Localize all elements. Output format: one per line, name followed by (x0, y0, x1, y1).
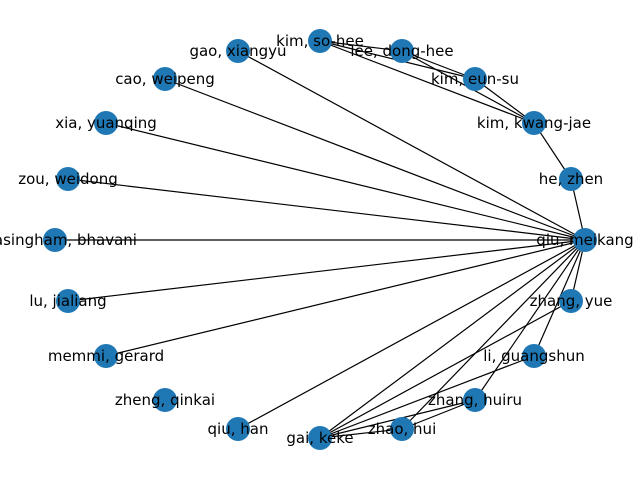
node-label-zhang-huiru: zhang, huiru (428, 391, 522, 409)
node-memmi-gerard (94, 344, 118, 368)
node-label-kim-eun-su: kim, eun-su (431, 70, 519, 88)
edge-qiu-meikang-zhang-huiru (474, 239, 586, 401)
edge-qiu-meikang-gai-keke (319, 239, 586, 439)
edge-qiu-meikang-cao-weipeng (164, 78, 586, 241)
node-gao-xiangyu (226, 39, 250, 63)
node-label-qiu-meikang: qiu, meikang (536, 231, 633, 249)
edge-lee-dong-hee-kim-so-hee (319, 40, 403, 52)
edge-gai-keke-zhang-yue (319, 300, 572, 439)
node-label-kim-so-hee: kim, so-hee (276, 32, 364, 50)
node-label-lu-jialiang: lu, jialiang (29, 292, 106, 310)
node-lee-dong-hee (390, 39, 414, 63)
edge-qiu-meikang-zou-weidong (67, 178, 586, 241)
edge-qiu-meikang-xia-yuanqing (105, 122, 586, 241)
edge-kim-kwang-jae-kim-eun-su (474, 78, 535, 124)
node-zou-weidong (56, 167, 80, 191)
node-label-xia-yuanqing: xia, yuanqing (55, 114, 157, 132)
node-sivasingham-bhavani (43, 228, 67, 252)
edge-qiu-meikang-qiu-han (237, 239, 586, 430)
edge-qiu-meikang-zhao-hui (401, 239, 586, 430)
node-label-cao-weipeng: cao, weipeng (115, 70, 215, 88)
node-zhang-yue (559, 289, 583, 313)
node-qiu-meikang (573, 228, 597, 252)
node-label-qiu-han: qiu, han (208, 420, 269, 438)
node-li-guangshun (522, 344, 546, 368)
node-xia-yuanqing (94, 111, 118, 135)
edge-qiu-meikang-lu-jialiang (67, 239, 586, 302)
node-qiu-han (226, 417, 250, 441)
node-zhang-huiru (463, 388, 487, 412)
edge-zhao-hui-zhang-huiru (401, 399, 476, 430)
edge-gai-keke-zhao-hui (319, 428, 403, 439)
node-label-gai-keke: gai, keke (286, 429, 353, 447)
node-label-li-guangshun: li, guangshun (483, 347, 584, 365)
edge-qiu-meikang-gao-xiangyu (237, 50, 586, 241)
label-layer: qiu, meikang he, zhen kim, kwang-jae kim, e… (0, 32, 634, 447)
node-cao-weipeng (153, 67, 177, 91)
edge-kim-eun-su-lee-dong-hee (401, 50, 476, 80)
node-label-zhao-hui: zhao, hui (368, 420, 436, 438)
node-lu-jialiang (56, 289, 80, 313)
node-label-zheng-qinkai: zheng, qinkai (115, 391, 215, 409)
node-label-he-zhen: he, zhen (539, 170, 603, 188)
node-kim-kwang-jae (522, 111, 546, 135)
node-layer (43, 29, 597, 450)
node-label-kim-kwang-jae: kim, kwang-jae (477, 114, 591, 132)
node-label-zhang-yue: zhang, yue (530, 292, 613, 310)
node-zhao-hui (390, 417, 414, 441)
edge-gai-keke-li-guangshun (319, 355, 535, 439)
node-label-lee-dong-hee: lee, dong-hee (350, 42, 453, 60)
node-label-memmi-gerard: memmi, gerard (48, 347, 164, 365)
node-kim-eun-su (463, 67, 487, 91)
node-label-sivasingham-bhavani: sivasingham, bhavani (0, 231, 137, 249)
edge-kim-kwang-jae-kim-so-hee (319, 40, 535, 124)
node-zheng-qinkai (153, 388, 177, 412)
node-kim-so-hee (308, 29, 332, 53)
node-gai-keke (308, 426, 332, 450)
node-label-zou-weidong: zou, weidong (18, 170, 118, 188)
node-label-gao-xiangyu: gao, xiangyu (189, 42, 286, 60)
edge-qiu-meikang-memmi-gerard (105, 239, 586, 357)
node-he-zhen (559, 167, 583, 191)
